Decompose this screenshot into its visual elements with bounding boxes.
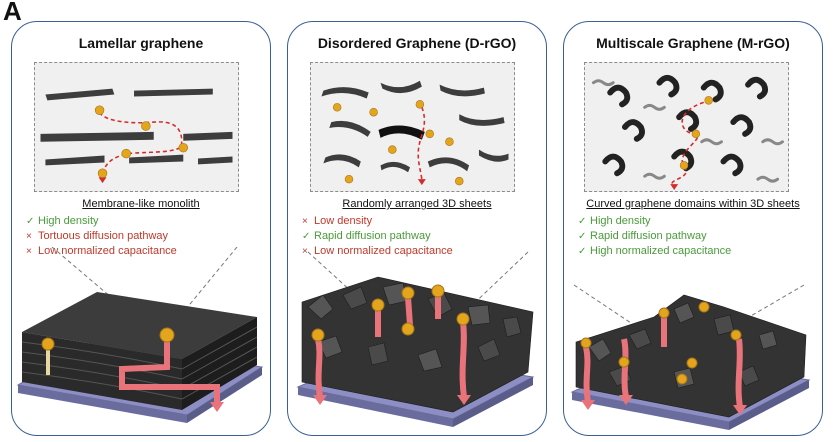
cross-icon: ×	[302, 216, 308, 227]
multiscale-schematic	[591, 74, 784, 191]
panel-disordered: Disordered Graphene (D-rGO)	[287, 21, 547, 436]
panel-title: Disordered Graphene (D-rGO)	[317, 35, 517, 51]
ion-sphere-icon	[311, 284, 470, 342]
check-icon: ✓	[302, 231, 311, 242]
property-item: ×Tortuous diffusion pathway	[26, 230, 169, 242]
multiscale-graphene-foam	[575, 294, 807, 418]
pathway-line	[417, 107, 426, 180]
disordered-3d-block	[288, 247, 548, 437]
curved-graphene-domains	[602, 74, 769, 177]
ion-sphere-icon	[94, 105, 188, 179]
disordered-schematic	[321, 80, 509, 186]
structure-caption: Curved graphene domains within 3D sheets	[586, 198, 800, 210]
property-list: ✓High density ✓Rapid diffusion pathway ✓…	[578, 214, 731, 259]
random-graphene-foam	[301, 276, 534, 413]
pathway-arrow-icon	[119, 342, 220, 405]
panel-lamellar: Lamellar graphene Membrane-like monolith…	[11, 21, 271, 436]
property-item: ✓Rapid diffusion pathway	[578, 230, 707, 242]
property-list: ✓High density ×Tortuous diffusion pathwa…	[26, 214, 177, 259]
cross-icon: ×	[26, 246, 32, 257]
structure-caption: Randomly arranged 3D sheets	[342, 198, 492, 210]
structure-caption: Membrane-like monolith	[82, 198, 200, 210]
pathway-line	[98, 111, 183, 177]
ion-sphere-icon	[332, 100, 464, 186]
property-item: ✓High density	[26, 215, 99, 227]
lamellar-3d-block	[12, 247, 272, 437]
pathway-arrow-icon	[670, 184, 679, 191]
cross-icon: ×	[26, 231, 32, 242]
ion-sphere-icon	[679, 96, 713, 170]
check-icon: ✓	[578, 231, 587, 242]
panel-multiscale: Multiscale Graphene (M-rGO)	[563, 21, 823, 436]
pathway-arrow-icon	[98, 177, 107, 184]
multiscale-3d-block	[564, 247, 824, 437]
cross-icon: ×	[302, 246, 308, 257]
pathway-arrow-icon	[315, 295, 467, 398]
ion-sphere-icon	[159, 327, 175, 343]
graphene-sheets	[321, 80, 509, 173]
inset-schematic	[310, 62, 515, 192]
pathway-arrow-icon	[417, 179, 426, 186]
panel-title: Lamellar graphene	[78, 35, 204, 51]
panel-title: Multiscale Graphene (M-rGO)	[596, 35, 790, 51]
inset-schematic	[584, 62, 789, 192]
graphene-sheets	[40, 88, 233, 166]
property-item: ✓High density	[578, 215, 651, 227]
ion-sphere-icon	[41, 337, 55, 351]
panel-letter: A	[3, 0, 22, 26]
pathway-line	[671, 101, 704, 187]
lamellar-schematic	[40, 88, 233, 184]
ion-sphere-icon	[580, 301, 742, 385]
property-item: ×Low density	[302, 215, 373, 227]
check-icon: ✓	[26, 216, 35, 227]
property-list: ×Low density ✓Rapid diffusion pathway ×L…	[302, 214, 453, 259]
property-item: ×Low normalized capacitance	[302, 245, 453, 257]
property-item: ✓Rapid diffusion pathway	[302, 230, 431, 242]
inset-schematic	[34, 62, 239, 192]
check-icon: ✓	[578, 246, 587, 257]
check-icon: ✓	[578, 216, 587, 227]
property-item: ✓High normalized capacitance	[578, 245, 732, 257]
property-item: ×Low normalized capacitance	[26, 245, 177, 257]
